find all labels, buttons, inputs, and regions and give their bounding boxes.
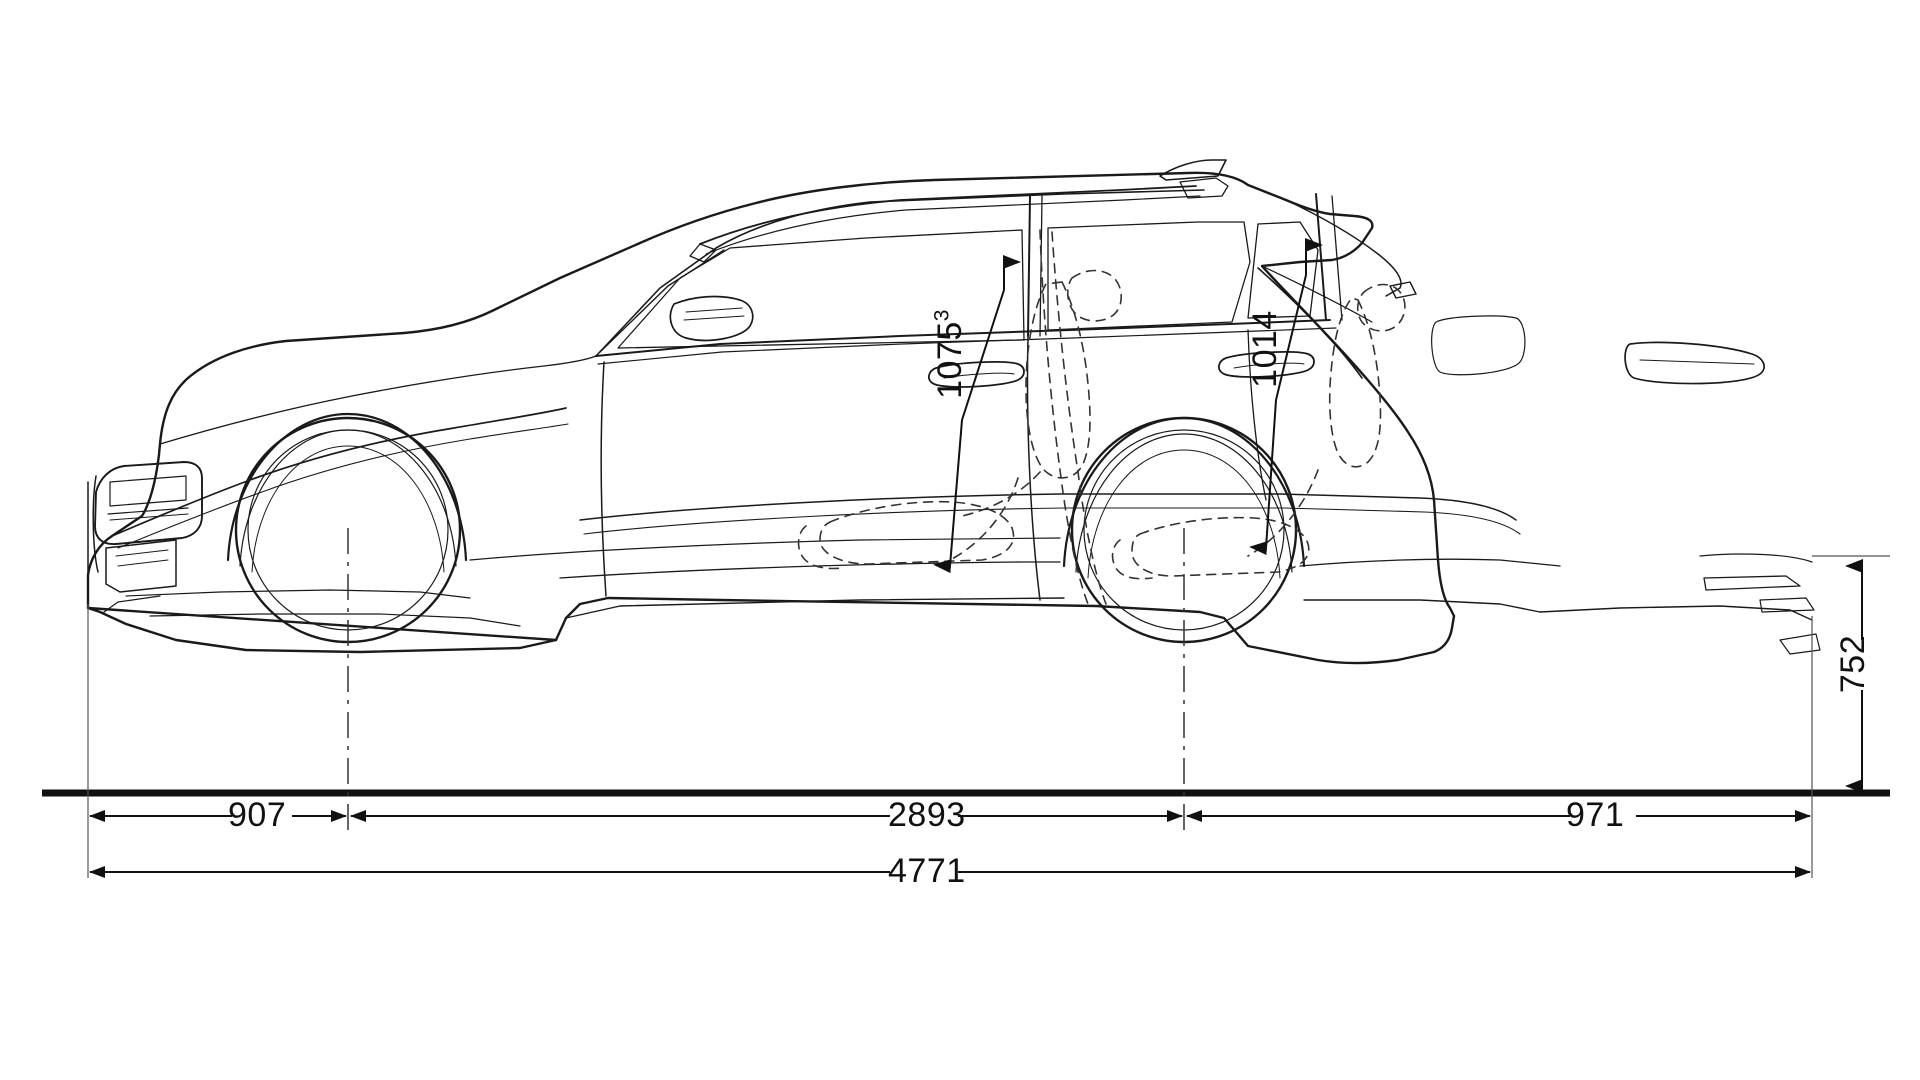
dimension-label-rear-loading-height: 752 <box>1834 634 1873 694</box>
interior-seats-dashed <box>797 229 1406 605</box>
front-door-handle <box>928 361 1025 388</box>
dimension-label-front-overhang: 907 <box>228 796 287 834</box>
rear-door-handle <box>1218 351 1315 378</box>
tail-light <box>1624 341 1765 385</box>
vehicle-body-outline <box>86 159 1821 665</box>
extension-lines <box>87 555 1890 878</box>
dimension-label-overall-length: 4771 <box>888 852 966 890</box>
dimension-label-front-headroom-superscript: 3 <box>930 309 954 322</box>
dimension-label-wheelbase: 2893 <box>888 796 966 834</box>
dimension-rear-headroom <box>1249 238 1323 556</box>
dimension-label-rear-overhang: 971 <box>1566 796 1625 834</box>
axle-centerlines <box>347 528 1185 830</box>
side-mirror <box>669 295 754 342</box>
dimension-front-headroom <box>933 255 1021 574</box>
dimension-label-front-headroom: 1075 <box>930 321 969 399</box>
dimension-label-rear-headroom: 1014 <box>1245 310 1284 388</box>
